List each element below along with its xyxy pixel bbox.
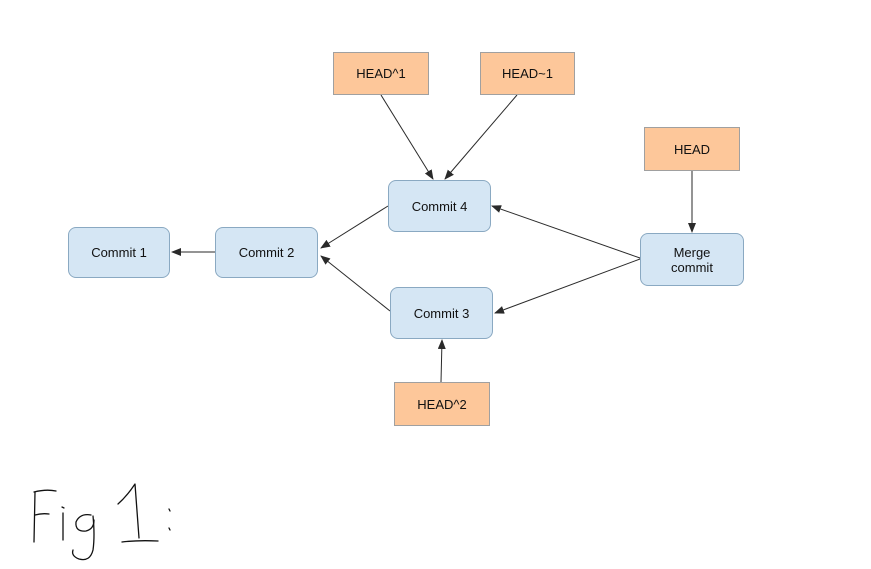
ref-head-tilde-1: HEAD~1 [480,52,575,95]
node-commit-3: Commit 3 [390,287,493,339]
node-label-commit-3: Commit 3 [413,305,470,321]
node-commit-2: Commit 2 [215,227,318,278]
edge-merge-to-commit4 [491,205,641,259]
edge-commit3-to-commit2 [320,255,391,312]
ref-label-head-caret-1: HEAD^1 [356,66,406,81]
ref-label-head-tilde-1: HEAD~1 [502,66,553,81]
ref-label-head-caret-2: HEAD^2 [417,396,467,412]
node-label-commit-4: Commit 4 [411,198,468,214]
ref-label-head: HEAD [673,141,711,157]
node-label-commit-1: Commit 1 [91,245,147,260]
edge-head1t-to-commit4 [444,94,518,180]
node-merge-commit: Merge commit [640,233,744,286]
edge-head1c-to-commit4 [380,94,434,180]
node-label-merge-commit: Merge commit [671,244,713,275]
ref-head-caret-1: HEAD^1 [333,52,429,95]
node-commit-4: Commit 4 [388,180,491,232]
node-commit-1: Commit 1 [68,227,170,278]
ref-head: HEAD [644,127,740,171]
edge-commit4-to-commit2 [320,205,389,249]
edge-head2-to-commit3 [437,339,446,383]
node-label-commit-2: Commit 2 [238,245,295,260]
handwritten-caption-fig-1 [33,483,171,561]
edge-merge-to-commit3 [494,258,641,314]
ref-head-caret-2: HEAD^2 [394,382,490,426]
